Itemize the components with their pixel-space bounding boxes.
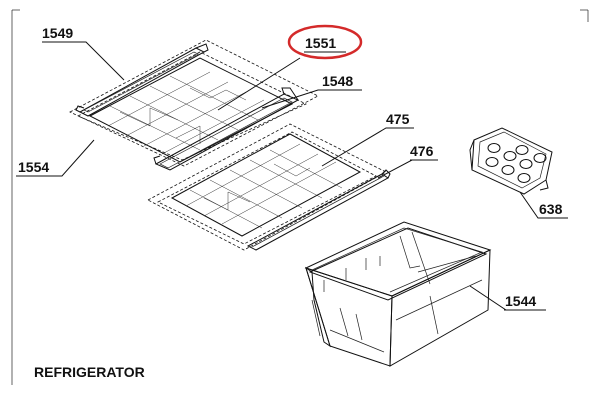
upper-shelf-dashed-outline-inner (77, 51, 307, 161)
upper-glass-panel (88, 57, 294, 163)
callout-underlines (16, 41, 568, 311)
lower-glass-panel (170, 133, 362, 237)
frame-border (11, 9, 589, 385)
lower-shelf-assembly[interactable] (147, 123, 391, 251)
callout-labels: 1549 1551 1548 1554 475 476 638 1544 (18, 25, 563, 309)
upper-front-trim (153, 87, 300, 171)
callout-1548[interactable]: 1548 (322, 73, 353, 89)
lower-shelf-dashed-outline-inner (157, 131, 377, 245)
callout-475[interactable]: 475 (386, 111, 410, 127)
crisper-drawer[interactable] (304, 221, 492, 367)
callout-638[interactable]: 638 (539, 201, 563, 217)
callout-1544[interactable]: 1544 (505, 293, 536, 309)
callout-1549[interactable]: 1549 (42, 25, 73, 41)
upper-back-rail (75, 43, 209, 117)
callout-1554[interactable]: 1554 (18, 159, 49, 175)
egg-tray[interactable] (469, 127, 553, 195)
upper-shelf-dashed-outline (69, 39, 319, 167)
callout-476[interactable]: 476 (410, 143, 434, 159)
highlight-ring (287, 24, 363, 60)
diagram-caption: REFRIGERATOR (34, 364, 145, 380)
callout-1551[interactable]: 1551 (305, 35, 336, 51)
upper-shelf-assembly[interactable] (69, 39, 319, 171)
lower-front-strip (246, 169, 391, 251)
lower-shelf-dashed-outline (147, 123, 387, 251)
egg-tray-cups (485, 143, 547, 183)
